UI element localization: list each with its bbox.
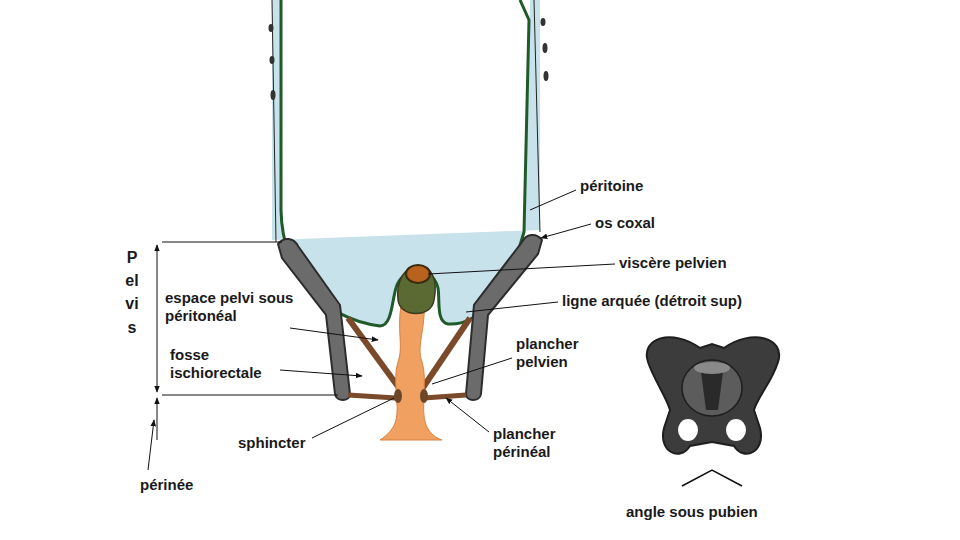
dimension-arrow — [157, 245, 158, 392]
pelvic-floor — [348, 318, 402, 392]
structure-label: fosse ischiorectale — [170, 346, 282, 382]
structure-label: sphincter — [238, 434, 306, 452]
structure-label: plancher périnéal — [493, 425, 585, 461]
structure-label: péritoine — [580, 177, 643, 195]
leader-arrow — [148, 420, 154, 470]
hip-bone — [466, 235, 542, 400]
region-label: périnée — [140, 476, 193, 494]
pelvic-floor — [420, 318, 470, 392]
wall-dots — [269, 18, 549, 100]
subpubic-angle — [682, 470, 742, 486]
dimension-line — [162, 395, 338, 396]
structure-label: ligne arquée (détroit sup) — [562, 292, 742, 310]
anal-canal — [380, 300, 442, 440]
body-wall — [272, 0, 276, 242]
structure-label: os coxal — [595, 214, 655, 232]
pelvic-viscus-lumen — [406, 265, 430, 283]
structure-label: espace pelvi sous péritonéal — [165, 289, 325, 325]
dimension-arrow — [157, 398, 158, 440]
dimension-line — [162, 242, 282, 243]
caption-label: angle sous pubien — [626, 503, 758, 521]
perineal-floor — [424, 395, 466, 398]
leader-lines — [280, 190, 615, 438]
hip-bone — [278, 239, 350, 400]
pelvis-inset — [647, 337, 779, 453]
body-wall — [534, 0, 540, 232]
sphincter-ring — [394, 389, 402, 403]
sphincter-ring — [420, 389, 428, 403]
pelvic-viscus — [398, 266, 436, 314]
structure-label: viscère pelvien — [619, 254, 727, 272]
perineal-floor — [348, 395, 396, 398]
region-label: Pelvis — [124, 246, 140, 339]
structure-label: plancher pelvien — [516, 335, 608, 371]
